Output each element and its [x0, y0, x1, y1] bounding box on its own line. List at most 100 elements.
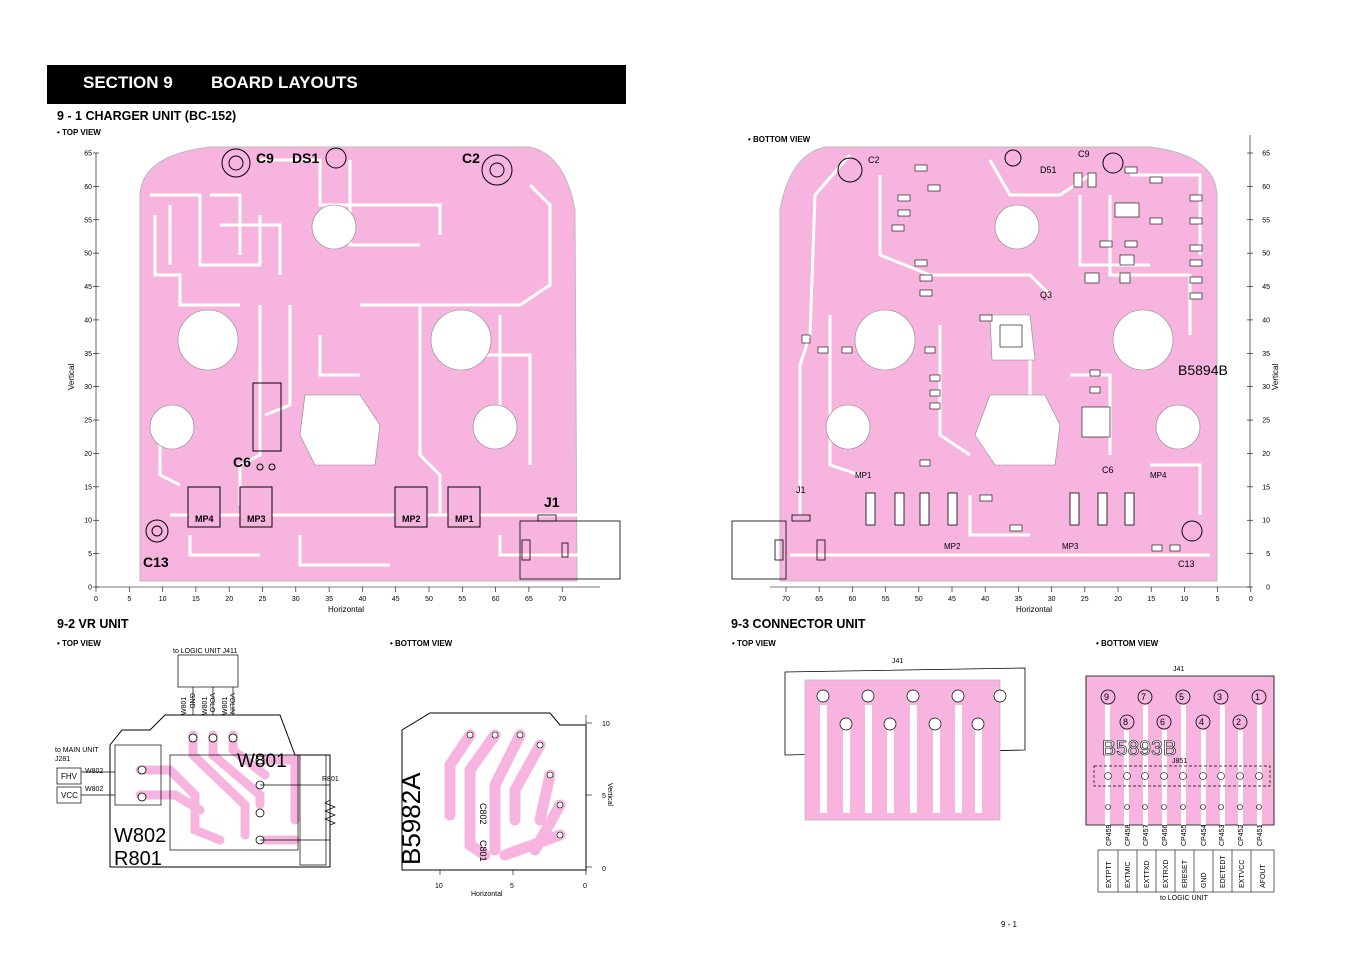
x-tick-label: 65 [525, 596, 533, 603]
y-tick-label: 45 [1262, 284, 1270, 291]
x-tick-label: 60 [849, 596, 857, 603]
charger-bottom-mp2: MP2 [944, 542, 961, 551]
x-tick-label: 50 [915, 596, 923, 603]
y-tick-label: 65 [1262, 151, 1270, 158]
x-tick-label: 35 [325, 596, 333, 603]
conn-bottom-test-points [1105, 804, 1262, 810]
vr-heading: 9-2 VR UNIT [57, 617, 129, 631]
vr-board-r801: R801 [114, 848, 162, 870]
conn-pin-5: 5 [1179, 692, 1184, 702]
conn-bottom-pins [1100, 689, 1267, 730]
charger-bottom-pads [865, 492, 1135, 526]
y-tick-label: 0 [88, 585, 92, 592]
conn-cp-label: CP454 [1201, 824, 1208, 846]
conn-pin-4: 4 [1199, 717, 1204, 727]
y-tick-label: 5 [1266, 551, 1270, 558]
vr-to-logic-label: to LOGIC UNIT J411 [173, 648, 237, 655]
conn-signal-boxes [1097, 849, 1275, 893]
y-tick-label: 50 [84, 251, 92, 258]
y-tick-label: 65 [84, 151, 92, 158]
conn-signal-label: EXTRXD [1163, 860, 1170, 888]
x-tick-label: 25 [1081, 596, 1089, 603]
charger-top-board [139, 146, 578, 582]
x-tick-label: 55 [882, 596, 890, 603]
x-tick-label: 30 [1048, 596, 1056, 603]
conn-j851: J851 [1172, 758, 1187, 765]
y-tick-label: 55 [84, 217, 92, 224]
conn-j851-pins [1104, 772, 1263, 780]
x-tick-label: 55 [458, 596, 466, 603]
x-tick-label: 60 [492, 596, 500, 603]
conn-top-board [804, 679, 1001, 821]
vr-w802-a: W802 [85, 768, 103, 775]
charger-top-mp2: MP2 [402, 514, 421, 524]
conn-cp-label: CP452 [1238, 824, 1245, 846]
conn-pin-1: 1 [1255, 692, 1260, 702]
x-tick-label: 15 [192, 596, 200, 603]
y-tick-label: 15 [1262, 484, 1270, 491]
section-header-bar: SECTION 9 BOARD LAYOUTS [47, 65, 626, 104]
vr-r801-label: R801 [322, 776, 339, 783]
vr-top-view-diagram: to LOGIC UNIT J411 GND VOLO VOLIN W801 W… [55, 648, 339, 870]
x-tick-label: 40 [981, 596, 989, 603]
conn-pin-6: 6 [1160, 717, 1165, 727]
y-tick-label: 10 [1262, 518, 1270, 525]
vr-top-pads [137, 733, 265, 845]
y-tick-label: 30 [84, 384, 92, 391]
conn-bottom-view-label: • BOTTOM VIEW [1096, 639, 1159, 648]
vr-fhv-label: FHV [61, 772, 78, 781]
conn-cp-label: CP459 [1106, 824, 1113, 846]
vr-y-tick-0: 0 [602, 866, 606, 873]
vr-vertical-label: Vertical [606, 783, 613, 806]
conn-signal-label: EXTPTT [1106, 860, 1113, 888]
vr-bottom-axes [430, 715, 592, 875]
charger-bottom-c2: C2 [868, 155, 880, 165]
y-tick-label: 35 [84, 351, 92, 358]
conn-bottom-board [1085, 675, 1275, 826]
x-tick-label: 25 [259, 596, 267, 603]
y-tick-label: 20 [84, 451, 92, 458]
vr-vcc-label: VCC [61, 791, 78, 800]
conn-to-logic-label: to LOGIC UNIT [1160, 895, 1209, 902]
x-tick-label: 70 [782, 596, 790, 603]
vr-bottom-traces [444, 729, 566, 861]
charger-top-mp1: MP1 [455, 514, 474, 524]
vr-top-outlines [81, 744, 336, 866]
conn-pin-7: 7 [1141, 692, 1146, 702]
conn-top-pins [816, 689, 1007, 731]
charger-top-j1-connector [519, 514, 621, 580]
vr-w801-a: W801 [181, 697, 188, 715]
y-tick-label: 25 [84, 418, 92, 425]
y-tick-label: 40 [1262, 317, 1270, 324]
conn-cp-label: CP456 [1162, 824, 1169, 846]
conn-board-code: B5893B [1102, 737, 1177, 760]
charger-top-mp3: MP3 [247, 514, 266, 524]
y-tick-label: 60 [84, 184, 92, 191]
vr-board-w801: W801 [237, 751, 287, 772]
charger-top-c6: C6 [233, 454, 251, 470]
charger-bottom-axes [770, 135, 1251, 588]
vr-w802-b: W802 [85, 786, 103, 793]
vr-j281-label: J281 [55, 756, 70, 763]
conn-signal-label: GND [1201, 872, 1208, 888]
conn-heading: 9-3 CONNECTOR UNIT [731, 617, 866, 631]
vr-fhv-box [56, 767, 82, 785]
charger-top-ds1: DS1 [292, 150, 319, 166]
vr-y-tick-5: 5 [602, 793, 606, 800]
x-tick-label: 30 [292, 596, 300, 603]
charger-bottom-rings [837, 149, 1203, 542]
conn-top-view-diagram: J41 [784, 658, 1026, 821]
conn-top-j41: J41 [892, 658, 903, 665]
conn-signal-label: AFOUT [1260, 864, 1267, 888]
charger-top-axes [95, 153, 600, 588]
y-tick-label: 50 [1262, 251, 1270, 258]
vr-to-main-label: to MAIN UNIT [55, 747, 99, 754]
charger-top-mp-pads [187, 486, 481, 528]
page-number: 9 - 1 [1001, 920, 1018, 929]
vr-w801-c: W801 [222, 697, 229, 715]
conn-cp-label: CP457 [1143, 824, 1150, 846]
x-tick-label: 10 [1181, 596, 1189, 603]
